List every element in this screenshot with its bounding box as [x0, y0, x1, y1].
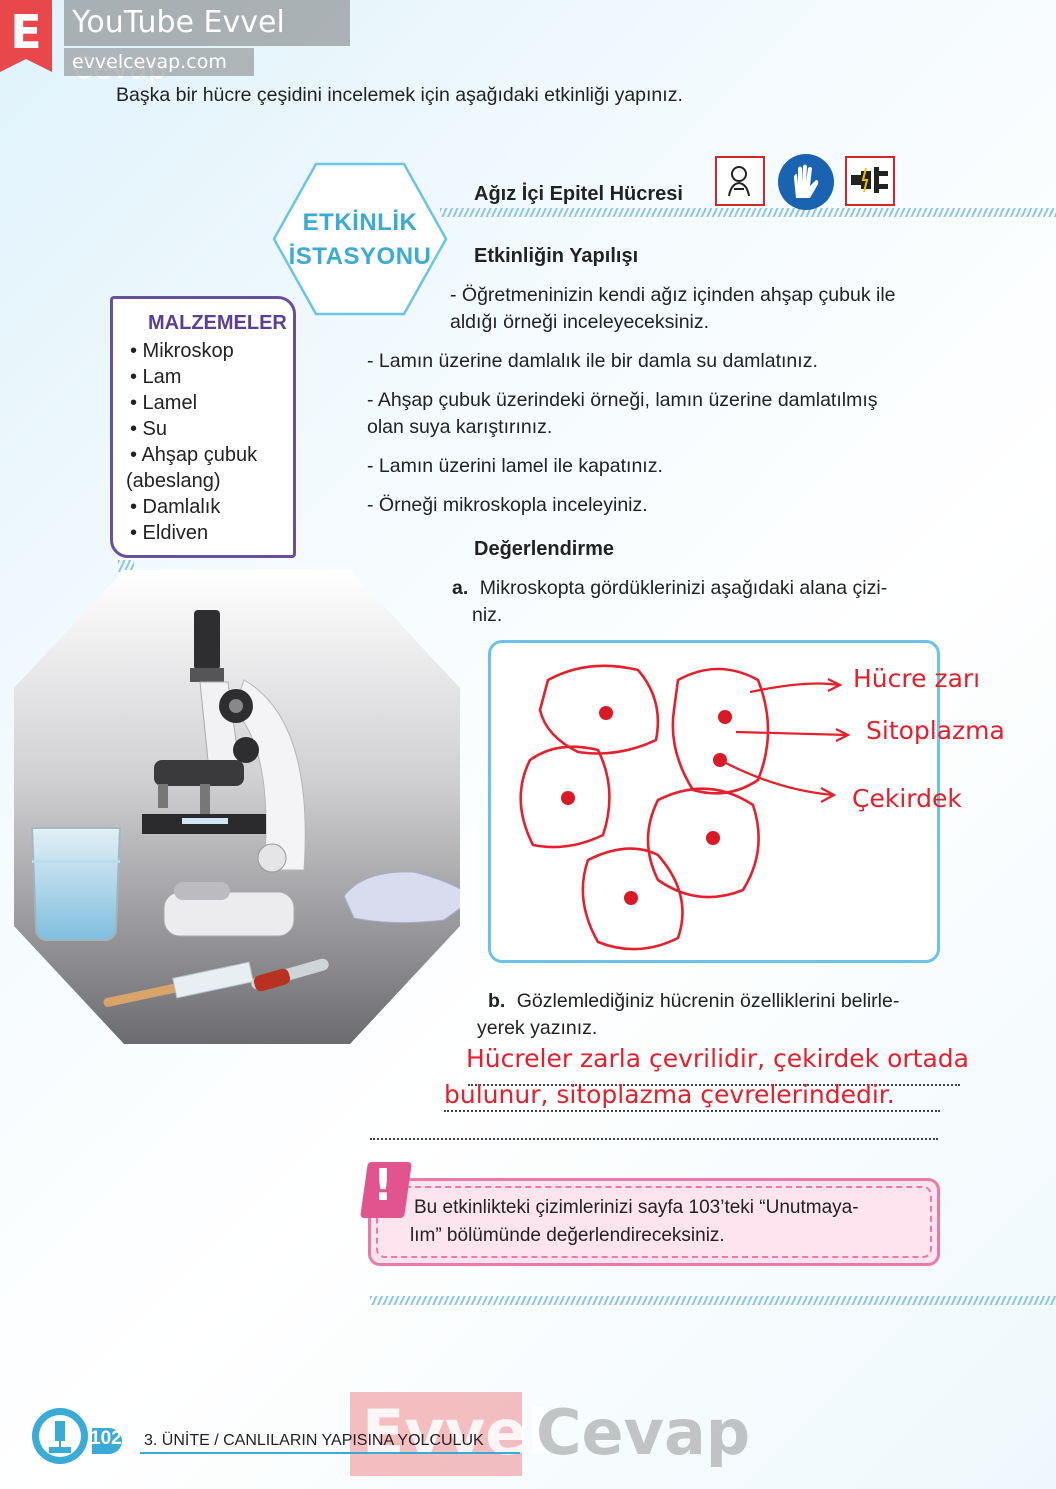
procedure-step-3b: olan suya karıştırınız.	[367, 416, 553, 438]
cell-outline	[519, 745, 611, 849]
answer-line-2	[444, 1110, 940, 1112]
materials-title: MALZEMELER	[148, 312, 287, 334]
station-title: ETKİNLİK İSTASYONU	[274, 206, 446, 274]
answer-text-1: Hücreler zarla çevrilidir, çekirdek orta…	[466, 1044, 969, 1073]
cell-nucleus	[599, 706, 613, 720]
cell-nucleus	[713, 753, 727, 767]
station-hexagon	[272, 162, 448, 316]
unit-title: 3. ÜNİTE / CANLILARIN YAPISINA YOLCULUK	[144, 1432, 484, 1449]
cell-nucleus	[624, 891, 638, 905]
cell-outline	[646, 787, 760, 899]
arrow-cell-membrane	[749, 682, 839, 694]
stripe-accent-left	[118, 560, 134, 572]
doctor-warning-icon	[715, 156, 765, 206]
label-nucleus: Çekirdek	[852, 784, 962, 813]
watermark-badge	[350, 1392, 522, 1476]
electric-plug-icon	[845, 156, 895, 206]
answer-line-3[interactable]	[370, 1138, 938, 1140]
evaluation-b-text-1: Gözlemlediğiniz hücrenin özelliklerini b…	[516, 990, 900, 1012]
materials-item: • Su	[130, 418, 168, 440]
evaluation-b: b. Gözlemlediğiniz hücrenin özelliklerin…	[488, 988, 899, 1015]
arrow-head	[820, 787, 837, 803]
evaluation-a-label: a.	[452, 577, 469, 599]
cell-nucleus	[718, 710, 732, 724]
station-line-2: İSTASYONU	[288, 243, 432, 270]
logo-mark: E	[0, 0, 52, 72]
materials-box	[110, 296, 296, 558]
cell-outline	[581, 847, 684, 951]
procedure-step-2: - Lamın üzerine damlalık ile bir damla s…	[367, 350, 818, 372]
procedure-step-5: - Örneği mikroskopla inceleyiniz.	[367, 494, 648, 516]
arrow-cytoplasm	[735, 730, 849, 737]
procedure-step-4: - Lamın üzerini lamel ile kapatınız.	[367, 455, 663, 477]
materials-item: • Ahşap çubuk	[130, 444, 258, 466]
cell-nucleus	[561, 791, 575, 805]
note-box	[368, 1178, 940, 1266]
stripe-divider-bottom	[370, 1296, 1056, 1305]
materials-list: • Mikroskop • Lam • Lamel • Su • Ahşap ç…	[126, 338, 258, 546]
label-cytoplasm: Sitoplazma	[866, 716, 1005, 745]
station-line-1: ETKİNLİK	[302, 209, 418, 236]
answer-line-1	[468, 1084, 960, 1086]
evaluation-b-label: b.	[488, 990, 506, 1012]
watermark-cevap: Cevap	[536, 1396, 751, 1469]
evaluation-a: a. Mikroskopta gördüklerinizi aşağıdaki …	[452, 575, 887, 602]
materials-item: • Lamel	[130, 392, 198, 414]
activity-title: Ağız İçi Epitel Hücresi	[474, 183, 683, 205]
microscope-badge-icon	[32, 1408, 88, 1464]
brand-site: evvelcevap.com	[64, 48, 254, 76]
procedure-step-3a: - Ahşap çubuk üzerindeki örneği, lamın ü…	[367, 389, 878, 411]
note-line-2: lım” bölümünde değerlendireceksiniz.	[410, 1225, 725, 1246]
footer-rule	[140, 1452, 520, 1454]
brand-title: YouTube Evvel Cevap	[64, 0, 350, 86]
exclamation-mark: !	[373, 1160, 394, 1211]
procedure-step-1a: - Öğretmeninizin kendi ağız içinden ahşa…	[450, 284, 896, 306]
page-number-tab	[92, 1428, 122, 1454]
arrow-head	[835, 728, 851, 742]
evaluation-a-text-2: niz.	[472, 604, 503, 626]
materials-item: • Mikroskop	[130, 340, 234, 362]
answer-text-2: bulunur, sitoplazma çevrelerindedir.	[444, 1080, 895, 1109]
procedure-step-1b: aldığı örneği inceleyeceksiniz.	[450, 311, 710, 333]
intro-text: Başka bir hücre çeşidini incelemek için …	[116, 84, 683, 106]
cell-nucleus	[706, 831, 720, 845]
watermark-evvel: Evvel	[362, 1396, 549, 1469]
materials-item: • Lam	[130, 366, 182, 388]
cell-outline	[671, 667, 770, 795]
cell-outline	[538, 664, 660, 755]
gloves-icon	[778, 154, 834, 210]
materials-item: • Eldiven	[130, 522, 209, 544]
note-line-1: Bu etkinlikteki çizimlerinizi sayfa 103’…	[414, 1197, 859, 1218]
materials-item: • Damlalık	[130, 496, 221, 518]
arrow-nucleus	[723, 761, 834, 797]
label-cell-membrane: Hücre zarı	[853, 664, 981, 693]
stripe-divider-top	[440, 208, 1056, 217]
page-number: 102	[90, 1428, 122, 1449]
lab-equipment-photo	[14, 570, 460, 1044]
evaluation-b-text-2: yerek yazınız.	[477, 1017, 598, 1039]
evaluation-a-text-1: Mikroskopta gördüklerinizi aşağıdaki ala…	[479, 577, 888, 599]
procedure-heading: Etkinliğin Yapılışı	[474, 245, 639, 267]
arrow-head	[827, 678, 843, 692]
materials-item: (abeslang)	[126, 470, 221, 492]
note-border	[376, 1186, 932, 1258]
evaluation-heading: Değerlendirme	[474, 538, 615, 560]
cell-drawing	[519, 664, 851, 951]
